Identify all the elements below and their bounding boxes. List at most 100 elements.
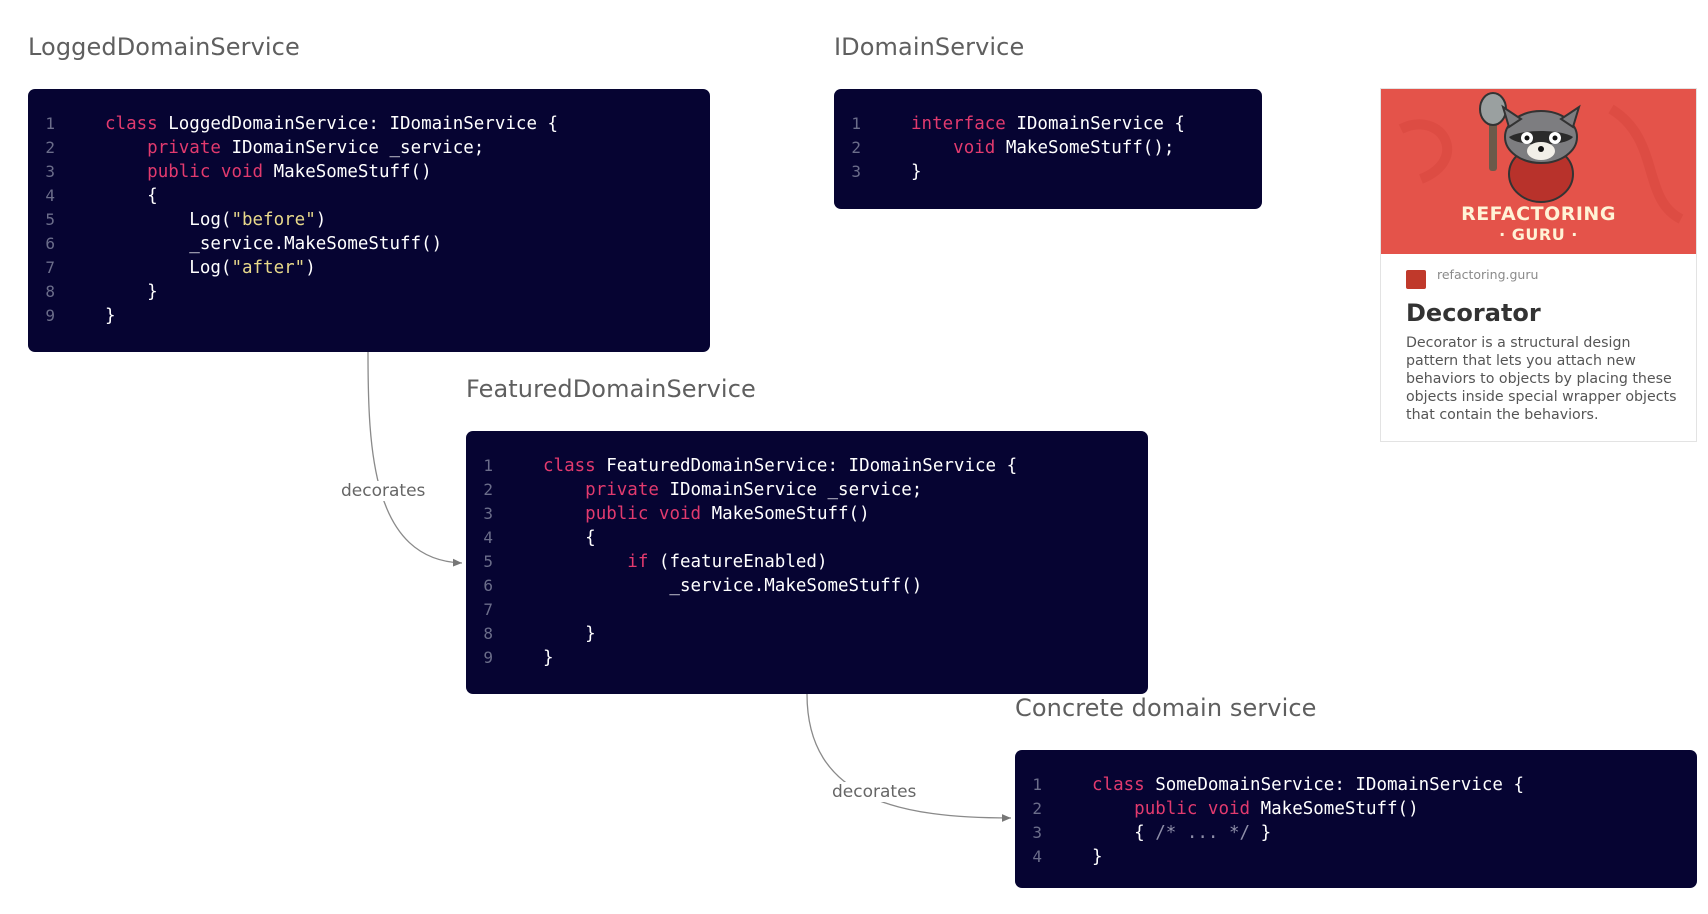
line-number: 6 (45, 234, 55, 253)
code-line: 3} (834, 160, 1262, 184)
code-token: } (1250, 823, 1272, 843)
code-line: 9} (466, 646, 1148, 670)
code-comment: /* ... */ (1155, 823, 1251, 843)
code-token: } (105, 306, 116, 326)
code-token: _service.MakeSomeStuff() (543, 576, 923, 596)
line-number: 7 (45, 258, 55, 277)
code-line: 2 private IDomainService _service; (466, 478, 1148, 502)
raccoon-mascot-icon (1398, 92, 1684, 224)
code-keyword: public void (147, 162, 274, 182)
code-line: 2 void MakeSomeStuff(); (834, 136, 1262, 160)
code-token: Log( (105, 210, 232, 230)
card-logo-text-2: · GURU · (1499, 225, 1578, 244)
code-keyword: class (105, 114, 169, 134)
code-token: _service.MakeSomeStuff() (105, 234, 443, 254)
code-block-featured[interactable]: 1 class FeaturedDomainService: IDomainSer… (466, 431, 1148, 694)
code-token: { (1092, 823, 1156, 843)
code-token: FeaturedDomainService: IDomainService { (606, 456, 1018, 476)
connector-logged-to-featured[interactable] (367, 351, 463, 567)
code-text: } (493, 646, 554, 670)
code-keyword: public void (1134, 799, 1261, 819)
code-line: 3 public void MakeSomeStuff() (28, 160, 710, 184)
line-number: 2 (1032, 799, 1042, 818)
code-text: private IDomainService _service; (493, 478, 922, 502)
code-text: } (55, 304, 116, 328)
code-token: Log( (105, 258, 232, 278)
code-line: 8 } (28, 280, 710, 304)
line-number: 3 (851, 162, 861, 181)
line-number: 2 (45, 138, 55, 157)
code-text: class SomeDomainService: IDomainService … (1042, 773, 1524, 797)
code-line: 6 _service.MakeSomeStuff() (28, 232, 710, 256)
code-keyword: void (953, 138, 1006, 158)
code-token: LoggedDomainService: IDomainService { (168, 114, 559, 134)
line-number: 4 (483, 528, 493, 547)
card-logo-text-1: REFACTORING (1461, 203, 1616, 225)
line-number: 1 (1032, 775, 1042, 794)
code-line: 3 public void MakeSomeStuff() (466, 502, 1148, 526)
frame-title-featured: FeaturedDomainService (466, 375, 756, 403)
code-text: _service.MakeSomeStuff() (493, 574, 922, 598)
line-number: 8 (483, 624, 493, 643)
code-line: 8 } (466, 622, 1148, 646)
code-token: ) (315, 210, 327, 230)
edge-label-decorates-2: decorates (828, 782, 921, 802)
code-text: public void MakeSomeStuff() (493, 502, 870, 526)
card-site-domain[interactable]: refactoring.guru (1437, 267, 1539, 282)
code-line: 5 Log("before") (28, 208, 710, 232)
line-number: 8 (45, 282, 55, 301)
code-text: void MakeSomeStuff(); (861, 136, 1174, 160)
code-text: Log("before") (55, 208, 326, 232)
code-text: Log("after") (55, 256, 316, 280)
code-string: "before" (231, 210, 316, 230)
code-text: } (1042, 845, 1103, 869)
code-text: class LoggedDomainService: IDomainServic… (55, 112, 558, 136)
code-token: IDomainService _service; (231, 138, 485, 158)
code-token: MakeSomeStuff() (711, 504, 870, 524)
code-line: 2 public void MakeSomeStuff() (1015, 797, 1697, 821)
code-text: { (493, 526, 596, 550)
code-token: MakeSomeStuff() (273, 162, 432, 182)
line-number: 1 (45, 114, 55, 133)
frame-title-interface: IDomainService (834, 33, 1025, 61)
line-number: 2 (851, 138, 861, 157)
line-number: 9 (45, 306, 55, 325)
code-text: interface IDomainService { (861, 112, 1185, 136)
code-token: { (105, 186, 158, 206)
code-line: 9} (28, 304, 710, 328)
code-keyword: private (147, 138, 232, 158)
link-preview-card[interactable]: REFACTORING · GURU · refactoring.guru De… (1380, 88, 1697, 442)
code-token: (featureEnabled) (658, 552, 828, 572)
line-number: 3 (45, 162, 55, 181)
code-token: } (1092, 847, 1103, 867)
code-keyword: class (543, 456, 607, 476)
line-number: 4 (45, 186, 55, 205)
code-token: ) (305, 258, 316, 278)
code-text: } (861, 160, 922, 184)
line-number: 1 (851, 114, 861, 133)
code-text: { /* ... */ } (1042, 821, 1271, 845)
code-text: _service.MakeSomeStuff() (55, 232, 442, 256)
line-number: 1 (483, 456, 493, 475)
code-line: 1 class FeaturedDomainService: IDomainSer… (466, 454, 1148, 478)
code-text: private IDomainService _service; (55, 136, 484, 160)
card-description: Decorator is a structural design pattern… (1406, 335, 1677, 423)
code-token: IDomainService _service; (669, 480, 923, 500)
code-keyword: public void (585, 504, 712, 524)
code-line: 2 private IDomainService _service; (28, 136, 710, 160)
line-number: 5 (45, 210, 55, 229)
line-number: 3 (483, 504, 493, 523)
line-number: 6 (483, 576, 493, 595)
line-number: 4 (1032, 847, 1042, 866)
card-title[interactable]: Decorator (1406, 299, 1541, 327)
code-token: } (543, 648, 554, 668)
code-token: } (105, 282, 158, 302)
code-token: SomeDomainService: IDomainService { (1155, 775, 1524, 795)
code-line: 4 { (28, 184, 710, 208)
